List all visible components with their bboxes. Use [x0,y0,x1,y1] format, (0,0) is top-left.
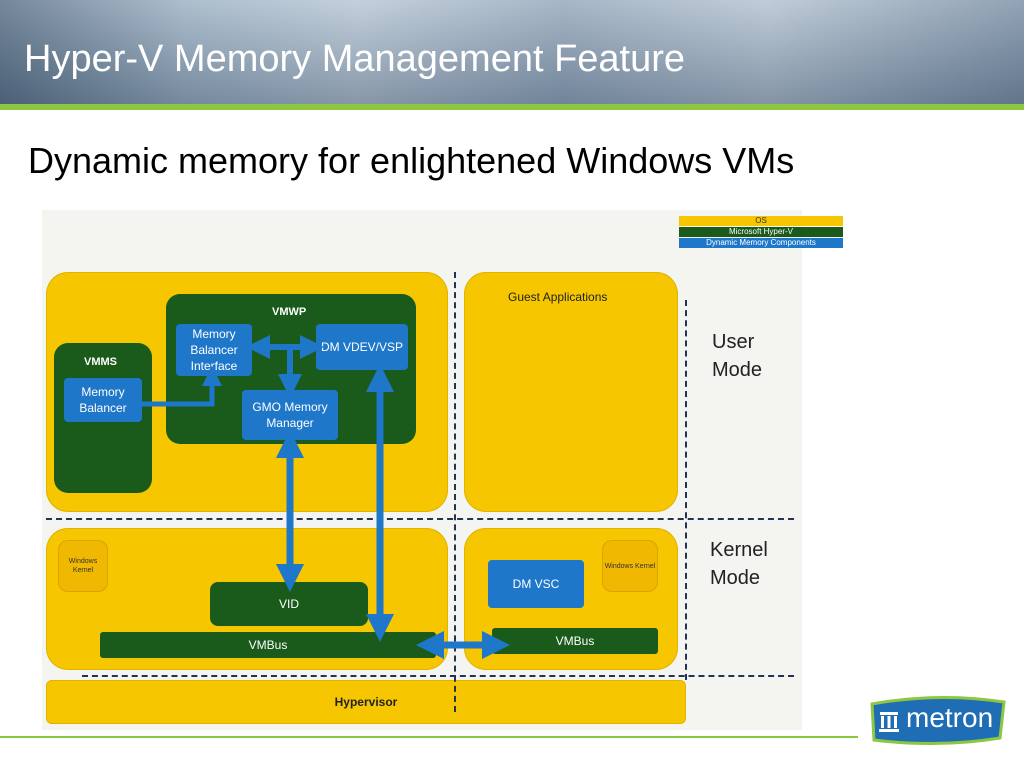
vmbus-root-label: VMBus [248,638,288,652]
windows-kernel-right-label: Windows Kernel [604,562,656,570]
memory-balancer-box: Memory Balancer [64,378,142,422]
gmo-memory-manager-label: GMO Memory Manager [252,400,328,430]
dm-vdev-vsp-label: DM VDEV/VSP [320,340,404,354]
vmms-label: VMMS [84,356,117,368]
guest-user-mode-panel [464,272,678,512]
vid-label: VID [278,597,299,611]
memory-balancer-interface-box: Memory Balancer Interface [176,324,252,376]
metron-logo-text: metron [906,702,994,733]
gmo-memory-manager-box: GMO Memory Manager [242,390,338,440]
guest-applications-label: Guest Applications [508,290,608,304]
dm-vdev-vsp-box: DM VDEV/VSP [316,324,408,370]
arrow-balancer-to-interface [140,366,222,407]
legend-os: OS [679,216,843,226]
windows-kernel-right-chip: Windows Kernel [602,540,658,592]
partition-separator-left [454,272,456,712]
footer-accent-rule [0,736,858,738]
hypervisor-label: Hypervisor [334,695,398,709]
slide-subtitle: Dynamic memory for enlightened Windows V… [28,140,795,181]
slide-title: Hyper-V Memory Management Feature [24,38,686,80]
header-accent-rule [0,104,1024,110]
vmbus-guest-bar: VMBus [492,628,658,654]
slide-header-shade [0,0,1024,104]
hypervisor-bar: Hypervisor [46,680,686,724]
memory-balancer-label: Memory Balancer [79,385,127,415]
partition-separator-right [685,300,687,680]
vmbus-guest-label: VMBus [555,634,595,648]
dm-vsc-box: DM VSC [488,560,584,608]
dm-vsc-label: DM VSC [512,577,560,591]
metron-logo-badge [870,695,1006,746]
windows-kernel-left-chip: Windows Kernel [58,540,108,592]
vmwp-label: VMWP [272,306,307,318]
slide-header [0,0,1024,104]
metron-logo: metron [868,694,1008,746]
legend-dynamic-memory-components: Dynamic Memory Components [679,238,843,248]
user-kernel-separator [46,518,794,520]
windows-kernel-left-label: Windows Kernel [68,558,98,574]
kernel-hypervisor-separator [82,675,794,677]
legend-microsoft-hyper-v: Microsoft Hyper-V [679,227,843,237]
kernel-mode-label: Kernel Mode [710,539,768,589]
user-mode-label: User Mode [712,331,763,381]
